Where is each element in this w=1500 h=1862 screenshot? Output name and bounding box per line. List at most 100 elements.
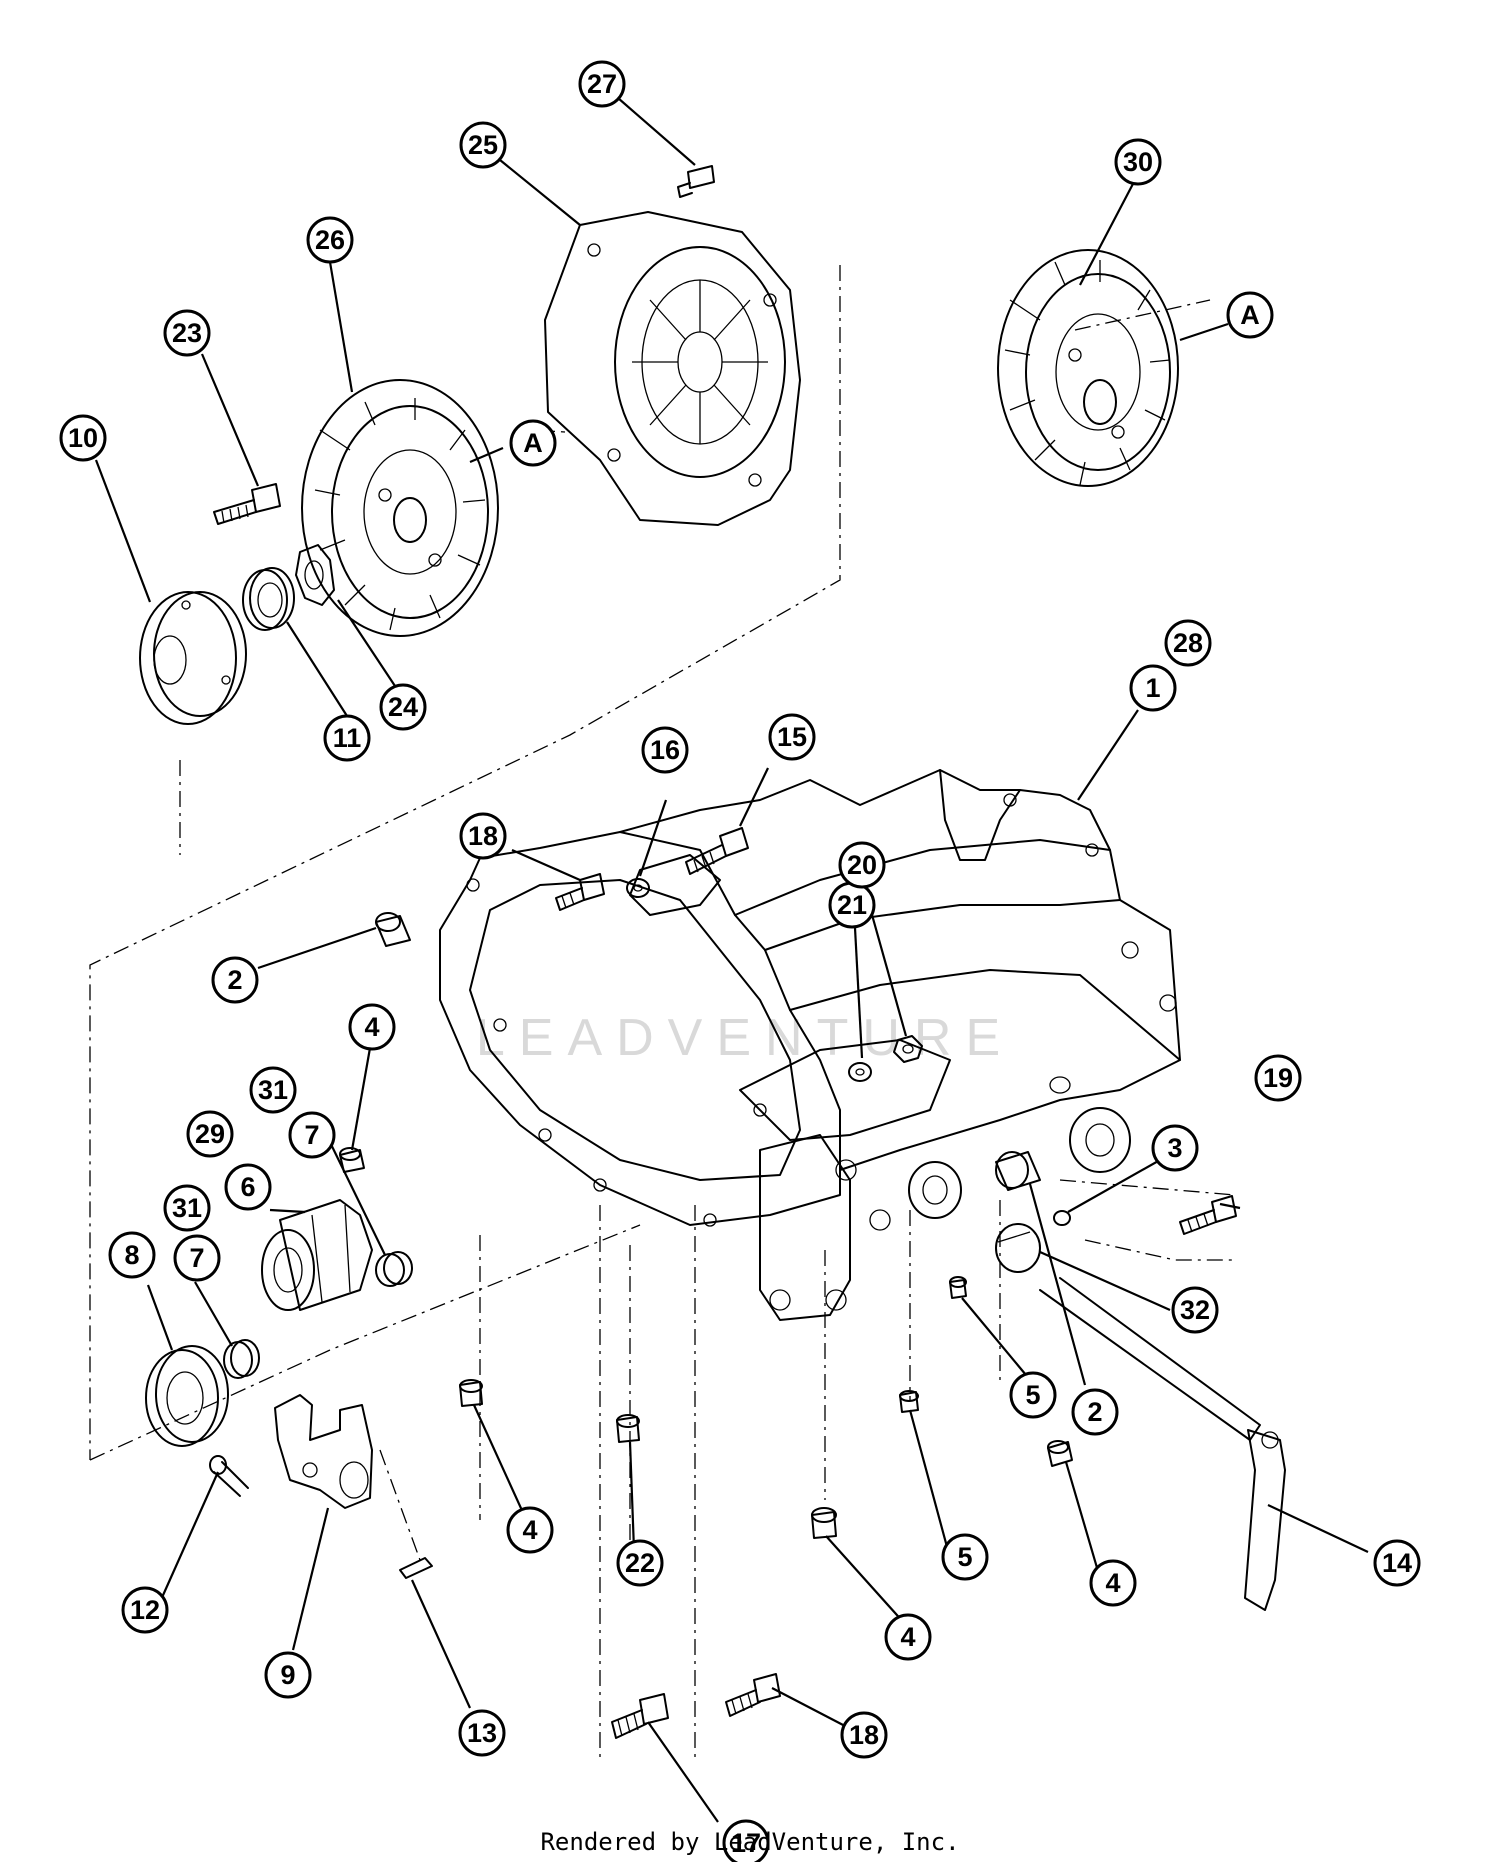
part-32-cap	[995, 1223, 1041, 1273]
callout-15: 15	[768, 713, 816, 761]
callout-31-top: 31	[249, 1066, 297, 1114]
svg-text:25: 25	[468, 130, 498, 160]
callout-13: 13	[458, 1709, 506, 1757]
callout-11: 11	[323, 714, 371, 762]
svg-text:5: 5	[1025, 1380, 1040, 1410]
svg-text:2: 2	[227, 965, 242, 995]
callout-3: 3	[1151, 1124, 1199, 1172]
svg-text:2: 2	[1087, 1397, 1102, 1427]
svg-text:6: 6	[240, 1172, 255, 1202]
svg-text:24: 24	[388, 692, 418, 722]
part-10-flange-hub	[139, 591, 247, 725]
callout-6: 6	[224, 1163, 272, 1211]
svg-text:29: 29	[195, 1119, 225, 1149]
part-4-plug-right	[1047, 1440, 1073, 1467]
part-20-nut	[893, 1035, 923, 1063]
part-8-seal	[145, 1345, 229, 1447]
svg-text:4: 4	[900, 1622, 915, 1652]
svg-text:18: 18	[849, 1720, 879, 1750]
part-18-bolt-top	[555, 873, 605, 911]
watermark-text: LEADVENTURE	[476, 1009, 1014, 1067]
svg-text:4: 4	[1105, 1568, 1120, 1598]
svg-text:7: 7	[189, 1243, 204, 1273]
callout-A-left: A	[509, 419, 557, 467]
part-16-washer	[626, 878, 650, 898]
part-9-shift-fork	[274, 1394, 373, 1509]
callout-12: 12	[121, 1586, 169, 1634]
svg-text:31: 31	[172, 1193, 202, 1223]
svg-text:A: A	[523, 428, 543, 458]
callout-18-top: 18	[459, 812, 507, 860]
part-5-plug-lower	[899, 1390, 919, 1413]
part-15-bolt	[685, 827, 749, 875]
svg-text:21: 21	[837, 890, 867, 920]
part-21-washer	[848, 1062, 872, 1082]
svg-text:4: 4	[522, 1515, 537, 1545]
svg-text:1: 1	[1145, 673, 1160, 703]
callout-16: 16	[641, 726, 689, 774]
callout-4-left: 4	[506, 1506, 554, 1554]
svg-text:9: 9	[280, 1660, 295, 1690]
part-7-ring-right	[375, 1251, 413, 1287]
callout-21: 21	[828, 881, 876, 929]
svg-text:20: 20	[847, 850, 877, 880]
svg-text:15: 15	[777, 722, 807, 752]
part-11-bearing	[242, 567, 295, 631]
part-2-bushing-right	[995, 1151, 1041, 1191]
footer-credit: Rendered by LeadVenture, Inc.	[540, 1828, 960, 1856]
svg-text:16: 16	[650, 735, 680, 765]
part-4-plug-lower-mid	[811, 1507, 837, 1539]
svg-text:32: 32	[1180, 1295, 1210, 1325]
assembly-lines	[89, 265, 1236, 1760]
callout-23: 23	[163, 309, 211, 357]
svg-text:19: 19	[1263, 1063, 1293, 1093]
callout-9: 9	[264, 1651, 312, 1699]
callout-17: 17	[722, 1819, 770, 1862]
svg-text:4: 4	[364, 1012, 379, 1042]
svg-text:23: 23	[172, 318, 202, 348]
callout-1: 1	[1129, 664, 1177, 712]
leader-lines	[94, 97, 1369, 1823]
svg-text:22: 22	[625, 1548, 655, 1578]
callout-28: 28	[1164, 619, 1212, 667]
svg-text:A: A	[1240, 300, 1260, 330]
part-14-lever	[1039, 1277, 1286, 1611]
part-22-plug	[616, 1414, 640, 1443]
svg-text:30: 30	[1123, 147, 1153, 177]
callout-31-bottom: 31	[163, 1184, 211, 1232]
part-3-plug	[1053, 1210, 1071, 1226]
callout-18-bottom: 18	[840, 1711, 888, 1759]
callout-4-lower-mid: 4	[884, 1613, 932, 1661]
svg-text:28: 28	[1173, 628, 1203, 658]
part-5-plug-upper	[949, 1276, 967, 1299]
part-30-clutch-disc	[997, 249, 1179, 487]
svg-text:11: 11	[333, 723, 362, 753]
part-13-cotter-pin	[399, 1557, 433, 1579]
svg-text:26: 26	[315, 225, 345, 255]
part-12-pin	[209, 1455, 249, 1497]
svg-text:13: 13	[467, 1718, 497, 1748]
svg-text:5: 5	[957, 1542, 972, 1572]
svg-text:17: 17	[731, 1828, 761, 1858]
callout-8: 8	[108, 1231, 156, 1279]
part-27-bolt	[677, 165, 715, 198]
callout-27: 27	[578, 60, 626, 108]
callout-2-right: 2	[1071, 1388, 1119, 1436]
part-1-transmission-housing	[439, 769, 1181, 1321]
callout-5-upper: 5	[1009, 1371, 1057, 1419]
callout-19: 19	[1254, 1054, 1302, 1102]
callout-2-top: 2	[211, 956, 259, 1004]
part-26-clutch-disc	[301, 379, 499, 637]
svg-text:7: 7	[304, 1120, 319, 1150]
svg-text:12: 12	[130, 1595, 160, 1625]
callout-22: 22	[616, 1539, 664, 1587]
callout-10: 10	[59, 414, 107, 462]
callout-7-bottom: 7	[173, 1234, 221, 1282]
part-2-bushing-top	[375, 912, 411, 947]
part-6-release-bearing	[261, 1199, 373, 1311]
callout-25: 25	[459, 121, 507, 169]
svg-text:27: 27	[587, 69, 617, 99]
svg-text:10: 10	[68, 423, 98, 453]
part-19-bolt	[1179, 1195, 1237, 1235]
